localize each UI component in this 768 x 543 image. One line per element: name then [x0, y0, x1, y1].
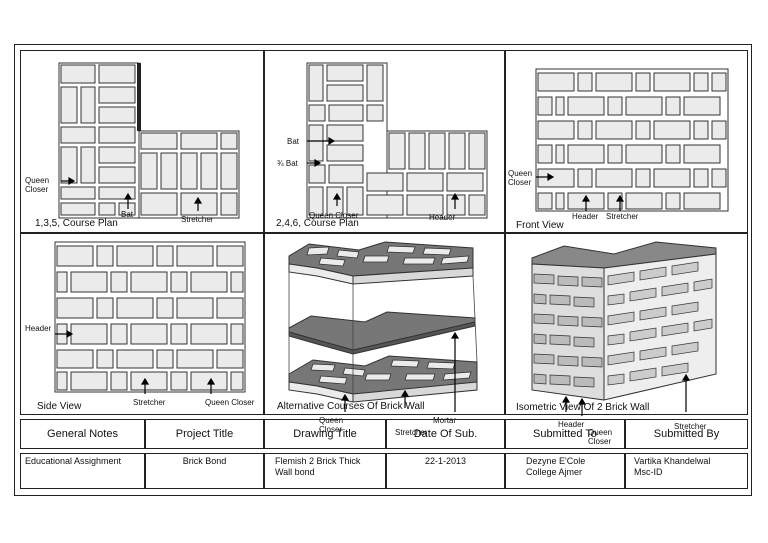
header-general-notes: General Notes: [20, 419, 145, 449]
value-submitted-to: Dezyne E'Cole College Ajmer: [505, 453, 625, 489]
side-view-drawing: [54, 241, 246, 394]
label-queen-closer: Queen Closer: [309, 211, 359, 220]
header-date-of-sub: Date Of Sub.: [386, 419, 505, 449]
label-bat: Bat: [287, 137, 300, 146]
panel-side-view: Header Stretcher Queen Closer Side View: [20, 233, 264, 415]
header-drawing-title: Drawing Title: [264, 419, 386, 449]
value-date-of-sub: 22-1-2013: [386, 453, 505, 489]
header-project-title: Project Title: [145, 419, 264, 449]
header-submitted-to: Submitted To: [505, 419, 625, 449]
alternative-courses-drawing: [288, 241, 478, 412]
drawing-sheet: Queen Closer Bat Stretcher 1,3,5, Course…: [14, 44, 752, 496]
value-project-title: Brick Bond: [145, 453, 264, 489]
value-drawing-title: Flemish 2 Brick Thick Wall bond: [264, 453, 386, 489]
panel-title: Alternative Courses Of Brick Wall: [277, 401, 425, 412]
label-stretcher: Stretcher: [606, 212, 639, 221]
panel-alternative-courses: Queen Closer Stretcher Mortar Alternativ…: [264, 233, 505, 437]
panel-title: Isometric View Of 2 Brick Wall: [516, 402, 650, 413]
front-view-drawing: [535, 68, 729, 212]
value-general-notes: Educational Assighment: [20, 453, 145, 489]
label-stretcher: Stretcher: [674, 422, 707, 431]
panel-title: 1,3,5, Course Plan: [35, 218, 118, 229]
panel-front-view: Queen Closer Header Stretcher Front View: [505, 50, 748, 233]
label-queen-closer: Queen Closer: [25, 176, 50, 194]
label-three-quarter-bat: ¾ Bat: [277, 159, 298, 168]
label-stretcher: Stretcher: [395, 428, 428, 437]
course-plan-135-drawing: [58, 62, 240, 219]
label-queen-closer: Queen Closer: [205, 398, 255, 407]
label-queen-closer: Queen Closer: [588, 428, 613, 446]
label-header: Header: [429, 213, 456, 222]
value-submitted-by: Vartika Khandelwal Msc-ID: [625, 453, 748, 489]
header-submitted-by: Submitted By: [625, 419, 748, 449]
panel-isometric-view: Header Queen Closer Stretcher Isometric …: [505, 233, 748, 446]
label-bat: Bat: [121, 210, 134, 219]
label-queen-closer: Queen Closer: [508, 169, 533, 187]
label-stretcher: Stretcher: [181, 215, 214, 224]
label-header: Header: [25, 324, 52, 333]
label-mortar: Mortar: [433, 416, 457, 425]
course-plan-246-drawing: [306, 62, 488, 219]
panel-title: 2,4,6, Course Plan: [276, 218, 359, 229]
panel-course-plan-135: Queen Closer Bat Stretcher 1,3,5, Course…: [20, 50, 264, 233]
panel-title: Front View: [516, 220, 564, 231]
label-header: Header: [572, 212, 599, 221]
panel-title: Side View: [37, 401, 82, 412]
label-stretcher: Stretcher: [133, 398, 166, 407]
isometric-view-drawing: [531, 241, 717, 416]
label-queen-closer: Queen Closer: [319, 416, 344, 434]
label-header: Header: [558, 420, 585, 429]
panel-course-plan-246: Bat ¾ Bat Queen Closer Header 2,4,6, Cou…: [264, 50, 505, 233]
